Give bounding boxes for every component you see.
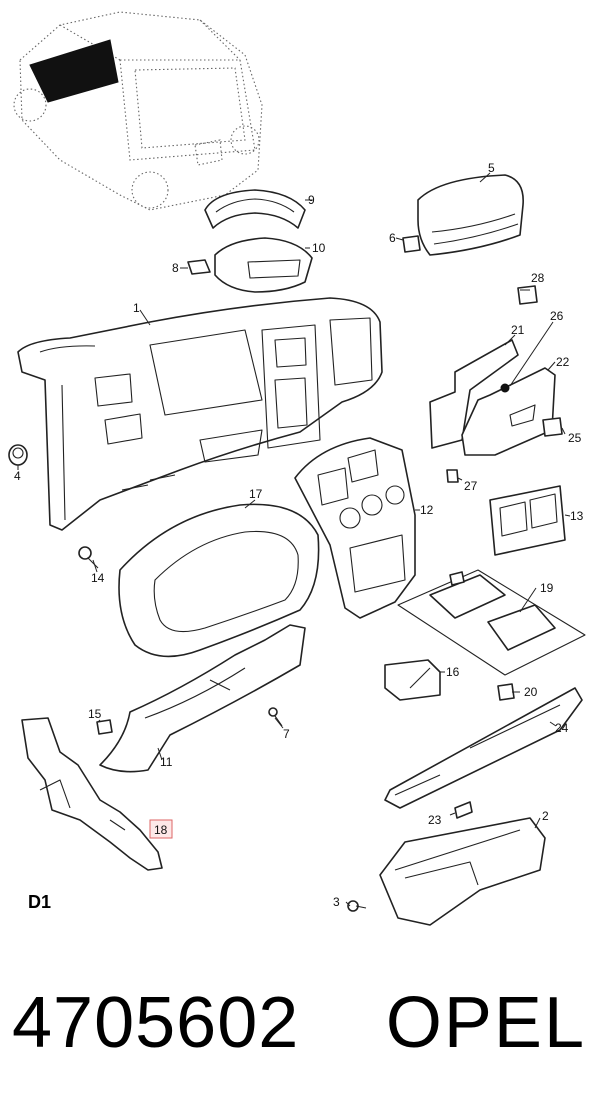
part-9-bezel-ring: [204, 189, 306, 229]
callout-6: 6: [389, 231, 396, 245]
callout-10: 10: [312, 241, 326, 255]
part-11-lower-trim: [99, 624, 306, 773]
part-18-side-panel: [21, 717, 163, 871]
part-4-knob: [8, 444, 28, 466]
exploded-parts-diagram: 1 2 3 4 5 6 7 8 9 10 11 12 13 14 15 16 1…: [8, 11, 586, 926]
callout-22: 22: [556, 355, 570, 369]
callout-5: 5: [488, 161, 495, 175]
part-2-glovebox: [379, 817, 546, 926]
part-25-clip: [542, 417, 563, 437]
callout-1: 1: [133, 301, 140, 315]
footer: 4705602 OPEL: [0, 978, 600, 1068]
callout-25: 25: [568, 431, 582, 445]
callout-24: 24: [555, 721, 569, 735]
part-17-surround: [118, 503, 320, 658]
part-1-dashboard: [17, 297, 383, 531]
part-5-airbag-cover: [417, 174, 524, 256]
callout-14: 14: [91, 571, 105, 585]
page-code-label: D1: [28, 892, 52, 912]
part-14-screw: [78, 546, 99, 569]
callout-11: 11: [160, 755, 173, 769]
callout-9: 9: [308, 193, 315, 207]
callout-15: 15: [88, 707, 102, 721]
part-3-screw: [347, 900, 367, 912]
part-27-clip: [446, 469, 459, 483]
callout-19: 19: [540, 581, 554, 595]
callout-21: 21: [511, 323, 525, 337]
part-22-bracket: [461, 367, 556, 456]
callout-4: 4: [14, 469, 21, 483]
part-13-switch-panel: [489, 485, 566, 556]
callout-8: 8: [172, 261, 179, 275]
callout-2: 2: [542, 809, 549, 823]
part-10-cluster-housing: [214, 237, 313, 293]
callout-13: 13: [570, 509, 584, 523]
callout-20: 20: [524, 685, 538, 699]
callout-23: 23: [428, 813, 442, 827]
callout-labels: 1 2 3 4 5 6 7 8 9 10 11 12 13 14 15 16 1…: [14, 161, 584, 909]
callout-3: 3: [333, 895, 340, 909]
callout-17: 17: [249, 487, 263, 501]
part-19-kit: [397, 569, 586, 676]
part-16-box: [384, 659, 441, 701]
leader-lines: [17, 172, 571, 907]
part-24-rail: [384, 687, 583, 809]
part-26-screw: [500, 383, 510, 393]
callout-16: 16: [446, 665, 460, 679]
callout-12: 12: [420, 503, 434, 517]
callout-28: 28: [531, 271, 545, 285]
callout-26: 26: [550, 309, 564, 323]
part-7-screw: [268, 707, 283, 727]
part-23-pin: [454, 801, 473, 819]
callout-18-highlight: [149, 819, 173, 839]
callout-27: 27: [464, 479, 478, 493]
part-20-clip: [497, 683, 515, 701]
callout-7: 7: [283, 727, 290, 741]
part-8-clip: [187, 259, 211, 275]
brand-name: OPEL: [385, 983, 586, 1063]
part-number: 4705602: [12, 983, 300, 1063]
vehicle-thumbnail: [13, 11, 263, 211]
part-12-center-panel: [294, 437, 416, 619]
part-28-block: [517, 285, 538, 305]
callout-18: 18: [154, 823, 168, 837]
part-6-clip: [402, 235, 421, 253]
part-15-clip: [96, 719, 113, 735]
